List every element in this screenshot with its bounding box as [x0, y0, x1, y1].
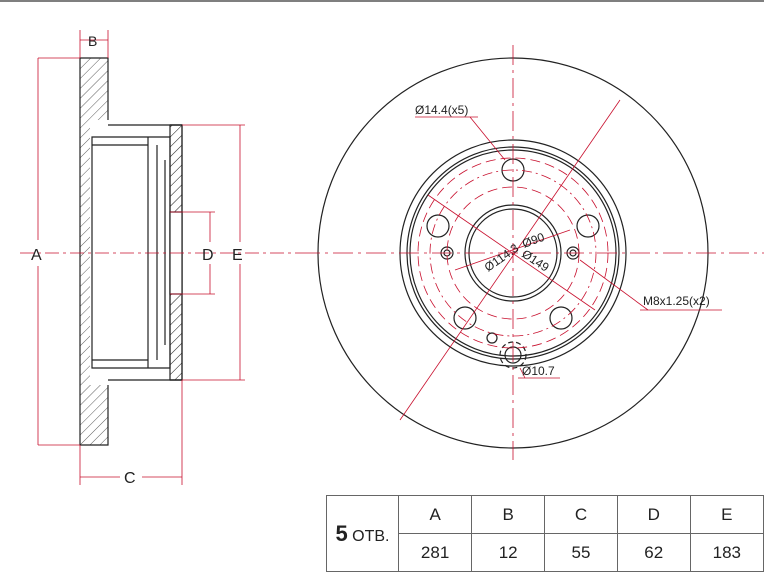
header-A: A [397, 495, 473, 534]
label-A: A [31, 247, 42, 264]
value-E: 183 [689, 533, 764, 572]
header-B: B [471, 495, 546, 534]
header-E: E [689, 495, 764, 534]
annotation-bolt-holes: Ø14.4(x5) [415, 103, 468, 117]
annotation-small-hole: Ø10.7 [522, 364, 555, 378]
value-B: 12 [471, 533, 546, 572]
side-view [79, 57, 215, 446]
holes-number: 5 [335, 520, 348, 546]
header-D: D [616, 495, 691, 534]
holes-suffix: ОТВ. [352, 527, 390, 545]
value-C: 55 [544, 533, 618, 572]
annotation-bore: Ø90 [520, 230, 546, 251]
value-D: 62 [616, 533, 691, 572]
dimension-lines [20, 30, 300, 485]
label-E: E [232, 247, 243, 264]
value-A: 281 [397, 533, 473, 572]
holes-count-cell: 5 ОТВ. [326, 495, 399, 572]
label-B: B [88, 33, 97, 49]
label-C: C [124, 470, 136, 487]
annotation-thread: M8x1.25(x2) [643, 294, 710, 308]
header-C: C [544, 495, 618, 534]
annotation-hat: Ø149 [519, 247, 552, 275]
front-dimension-lines [300, 45, 764, 460]
label-D: D [202, 247, 214, 264]
dimensions-table: 5 ОТВ. A B C D E 281 12 55 62 183 [326, 495, 764, 572]
